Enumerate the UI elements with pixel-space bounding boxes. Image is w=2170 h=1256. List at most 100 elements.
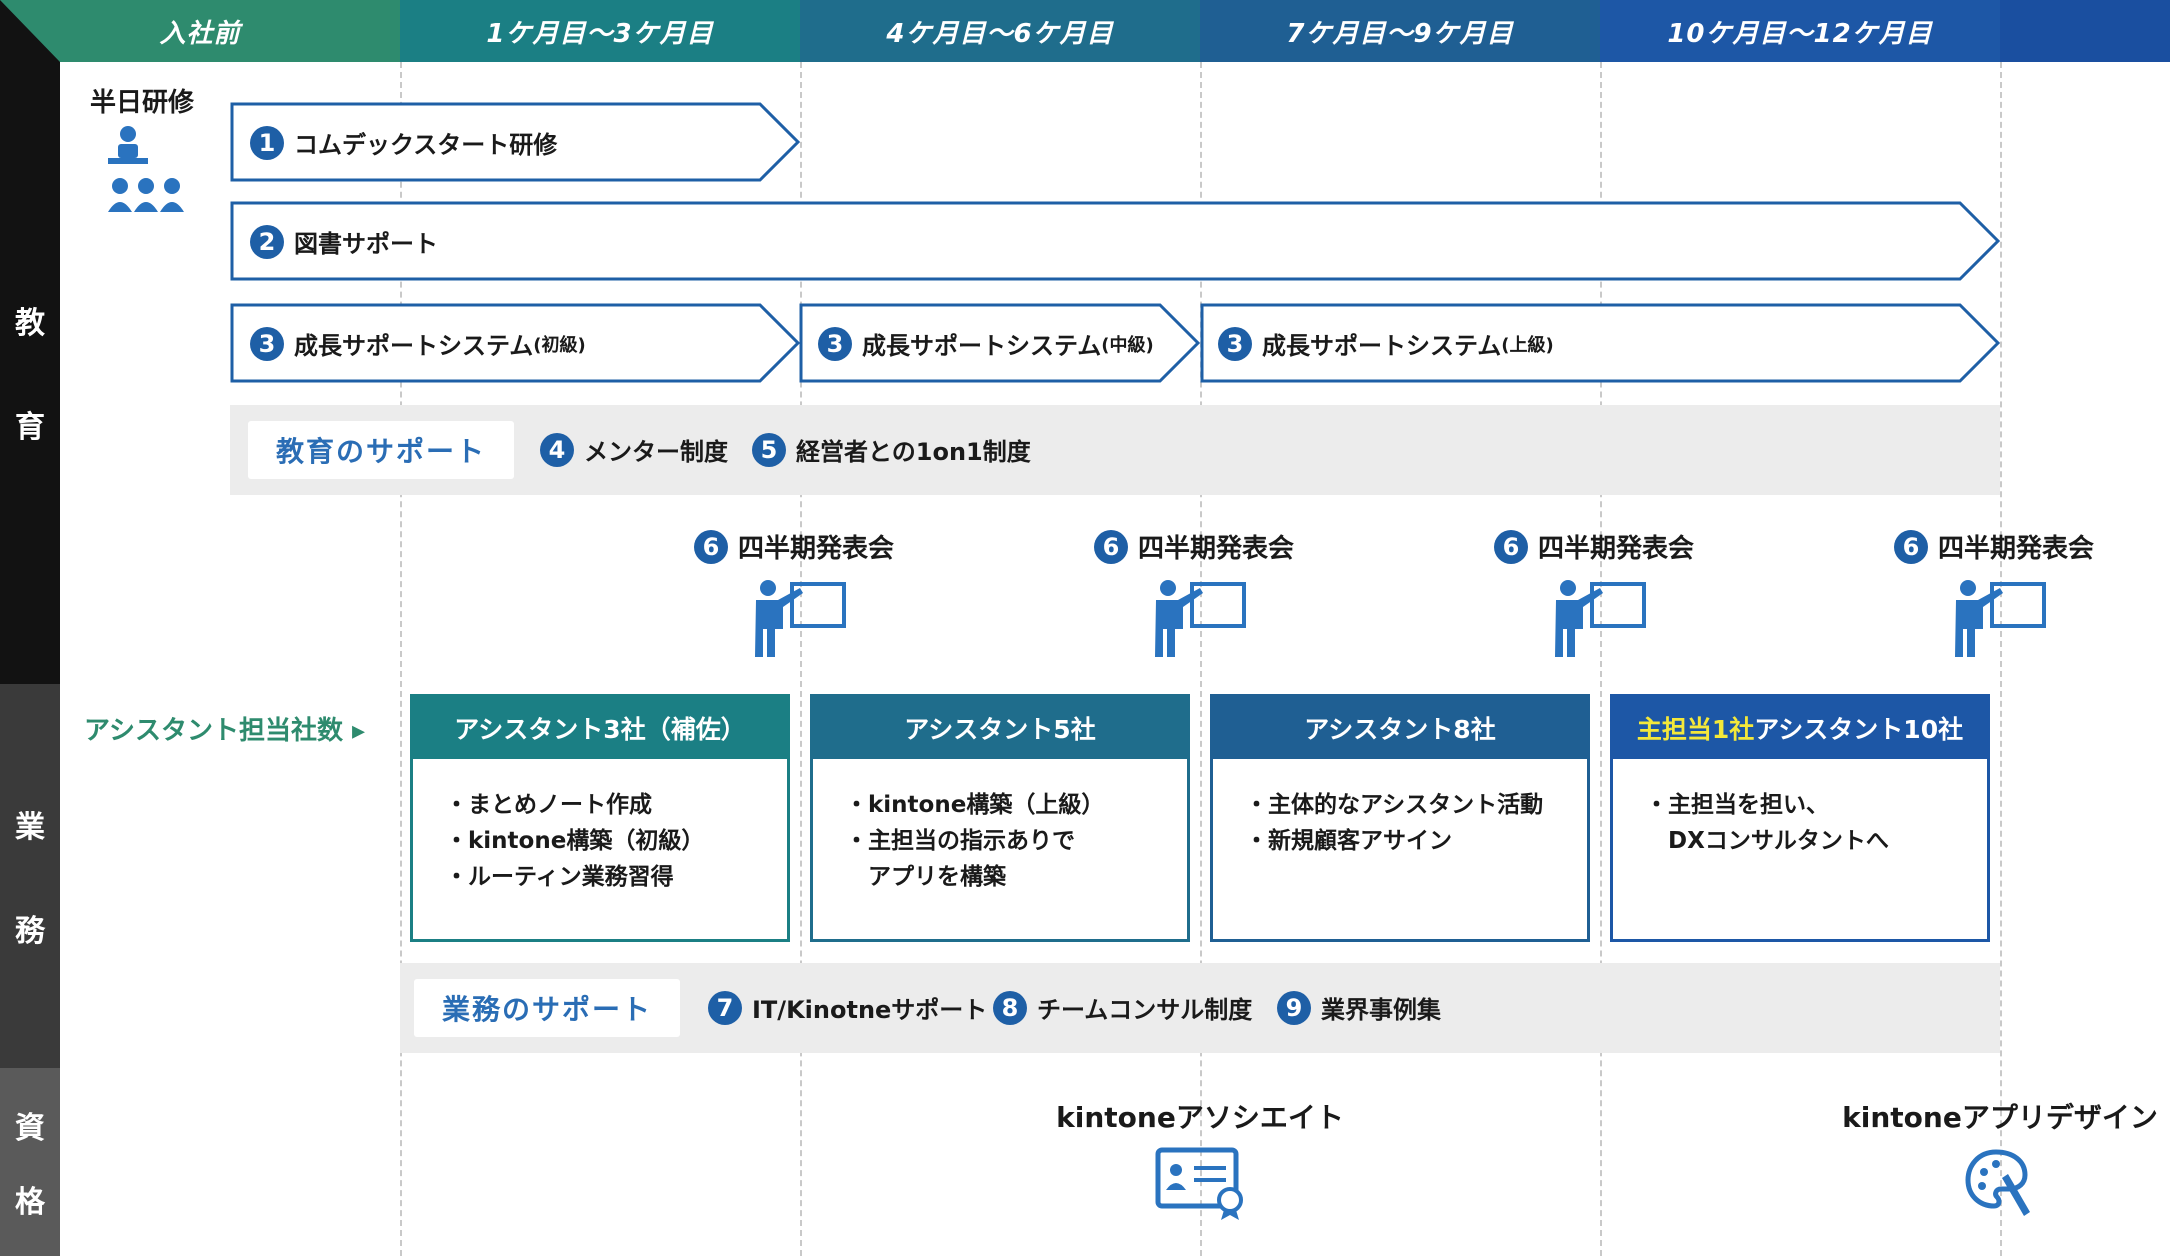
- presenter-icon-3: [1555, 580, 1646, 657]
- assistant-card-2-line-2: ・主担当の指示ありで: [845, 828, 1075, 854]
- assistant-card-3-title: アシスタント8社: [1304, 715, 1496, 744]
- header-tail: [2000, 0, 2170, 62]
- program-1-text: コムデックスタート研修: [294, 131, 558, 159]
- arrow-program-1: [230, 102, 801, 182]
- program-3a-text: 成長サポートシステム: [294, 332, 534, 360]
- assistant-card-4-main-highlight: 主担当1社: [1636, 715, 1755, 744]
- support-team-consul: 8 チームコンサル制度: [993, 990, 1252, 1025]
- program-3c-number: 3: [1218, 326, 1252, 361]
- business-support-pill: 業務のサポート: [414, 979, 680, 1037]
- program-3c-label: 3 成長サポートシステム(上級): [1218, 326, 1554, 361]
- section-education-char-1: 教: [15, 306, 45, 341]
- quarterly-2-title: 6 四半期発表会: [1094, 528, 1294, 565]
- program-3c-level: (上級): [1501, 334, 1554, 356]
- section-business-char-1: 業: [15, 810, 45, 845]
- section-business: 業 務: [0, 684, 60, 1068]
- assistant-card-1: アシスタント3社（補佐） ・まとめノート作成 ・kintone構築（初級） ・ル…: [410, 694, 790, 942]
- support-it-kintone-text: IT/Kinotneサポート: [752, 996, 988, 1024]
- program-arrows: [230, 102, 2001, 383]
- support-case-studies: 9 業界事例集: [1277, 990, 1441, 1025]
- section-education-char-2: 育: [15, 410, 45, 445]
- palette-icon: [1965, 1149, 2030, 1216]
- assistant-card-4: 主担当1社 アシスタント10社 ・主担当を担い、 DXコンサルタントへ: [1610, 694, 1990, 942]
- quarterly-3-text: 四半期発表会: [1538, 534, 1695, 564]
- support-team-consul-text: チームコンサル制度: [1037, 996, 1253, 1024]
- program-1-label: 1 コムデックスタート研修: [250, 125, 557, 160]
- section-business-char-2: 務: [15, 914, 45, 949]
- assistant-card-1-line-3: ・ルーティン業務習得: [445, 864, 674, 890]
- support-one-on-one-text: 経営者との1on1制度: [796, 438, 1031, 466]
- quarterly-2-number: 6: [1094, 529, 1128, 564]
- certificate-icon: [1155, 1147, 1243, 1220]
- program-3b-level: (中級): [1101, 334, 1154, 356]
- support-it-kintone: 7 IT/Kinotneサポート: [708, 990, 987, 1025]
- grid-line-2: [800, 62, 802, 1256]
- assistant-card-2-head: アシスタント5社: [813, 697, 1187, 759]
- support-team-consul-number: 8: [993, 990, 1027, 1025]
- assistant-card-1-title: アシスタント3社（補佐）: [454, 715, 746, 744]
- assistant-card-2: アシスタント5社 ・kintone構築（上級） ・主担当の指示ありで アプリを構…: [810, 694, 1190, 942]
- support-mentor: 4 メンター制度: [540, 432, 728, 467]
- program-1-number: 1: [250, 125, 284, 160]
- education-support-pill: 教育のサポート: [248, 421, 514, 479]
- quarterly-1-text: 四半期発表会: [738, 534, 895, 564]
- section-qualification: 資 格: [0, 1068, 60, 1256]
- program-3a-number: 3: [250, 326, 284, 361]
- program-3b-number: 3: [818, 326, 852, 361]
- header-col-month-7-9: 7ケ月目〜9ケ月目: [1200, 0, 1600, 62]
- program-2-number: 2: [250, 224, 284, 259]
- support-one-on-one: 5 経営者との1on1制度: [752, 432, 1031, 467]
- quarterly-2-text: 四半期発表会: [1138, 534, 1295, 564]
- presenter-icon-4: [1955, 580, 2046, 657]
- support-mentor-number: 4: [540, 432, 574, 467]
- quarterly-4-text: 四半期発表会: [1938, 534, 2095, 564]
- cert-associate-label: kintoneアソシエイト: [1056, 1101, 1344, 1134]
- assistant-card-4-body: ・主担当を担い、 DXコンサルタントへ: [1613, 759, 1987, 859]
- program-3b-label: 3 成長サポートシステム(中級): [818, 326, 1154, 361]
- grid-line-1: [400, 62, 402, 1256]
- assistant-card-3-line-1: ・主体的なアシスタント活動: [1245, 792, 1544, 818]
- support-mentor-text: メンター制度: [584, 438, 728, 466]
- assistant-card-1-head: アシスタント3社（補佐）: [413, 697, 787, 759]
- section-education: 教 育: [0, 0, 60, 684]
- arrow-program-3-beginner: [230, 303, 801, 383]
- program-3c-text: 成長サポートシステム: [1262, 332, 1502, 360]
- half-day-training-label: 半日研修: [90, 88, 195, 118]
- header-col-month-10-12: 10ケ月目〜12ケ月目: [1600, 0, 2000, 62]
- grid-line-4: [1600, 62, 1602, 1256]
- arrow-program-2: [230, 201, 2001, 281]
- header-col-pre-join: 入社前: [0, 0, 400, 62]
- support-it-kintone-number: 7: [708, 990, 742, 1025]
- quarterly-4-number: 6: [1894, 529, 1928, 564]
- program-2-label: 2 図書サポート: [250, 224, 438, 259]
- program-2-text: 図書サポート: [294, 230, 438, 258]
- cert-app-design-label: kintoneアプリデザイン: [1842, 1101, 2158, 1134]
- assistant-card-2-line-3: アプリを構築: [845, 864, 1006, 890]
- program-3b-text: 成長サポートシステム: [862, 332, 1102, 360]
- quarterly-3-title: 6 四半期発表会: [1494, 528, 1694, 565]
- header-col-month-1-3: 1ケ月目〜3ケ月目: [400, 0, 800, 62]
- assistant-card-4-line-1: ・主担当を担い、: [1645, 792, 1829, 818]
- arrow-program-3-advanced: [1200, 303, 2001, 383]
- training-people-icon: [108, 126, 184, 212]
- arrow-program-3-intermediate: [799, 303, 1201, 383]
- assistant-card-3: アシスタント8社 ・主体的なアシスタント活動 ・新規顧客アサイン: [1210, 694, 1590, 942]
- presenter-icon-1: [755, 580, 846, 657]
- support-case-studies-text: 業界事例集: [1321, 996, 1441, 1024]
- assistant-card-2-title: アシスタント5社: [904, 715, 1096, 744]
- assistant-card-4-title: アシスタント10社: [1754, 715, 1964, 744]
- assistant-card-1-line-1: ・まとめノート作成: [445, 792, 652, 818]
- program-3a-level: (初級): [533, 334, 586, 356]
- section-qualification-char-1: 資: [15, 1111, 45, 1146]
- assistant-count-label: アシスタント担当社数 ▸: [84, 716, 366, 746]
- quarterly-4-title: 6 四半期発表会: [1894, 528, 2094, 565]
- quarterly-1-title: 6 四半期発表会: [694, 528, 894, 565]
- assistant-card-1-line-2: ・kintone構築（初級）: [445, 828, 705, 854]
- grid-line-3: [1200, 62, 1202, 1256]
- header-corner-notch: [0, 0, 60, 62]
- support-one-on-one-number: 5: [752, 432, 786, 467]
- assistant-card-4-line-2: DXコンサルタントへ: [1645, 828, 1889, 854]
- header-col-month-4-6: 4ケ月目〜6ケ月目: [800, 0, 1200, 62]
- quarterly-1-number: 6: [694, 529, 728, 564]
